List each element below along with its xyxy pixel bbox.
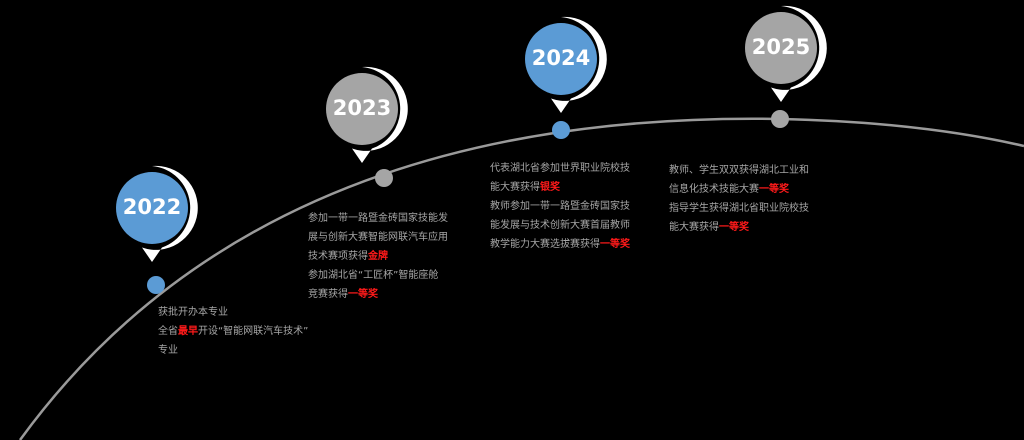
speech-bubble-icon [116, 165, 198, 262]
year-marker-2022: 2022 [108, 164, 198, 264]
description-line: 教学能力大赛选拔赛获得一等奖 [490, 235, 630, 254]
description-text: 竞赛获得 [308, 289, 348, 300]
description-line: 获批开办本专业 [158, 303, 308, 322]
award-highlight: 金牌 [368, 251, 388, 262]
award-highlight: 银奖 [540, 182, 560, 193]
year-label: 2023 [332, 96, 392, 120]
description-line: 能发展与技术创新大赛首届教师 [490, 216, 630, 235]
description-text: 技术赛项获得 [308, 251, 368, 262]
award-highlight: 一等奖 [719, 222, 749, 233]
description-line: 参加一带一路暨金砖国家技能发 [308, 209, 448, 228]
description-line: 指导学生获得湖北省职业院校技 [669, 199, 809, 218]
description-text: 指导学生获得湖北省职业院校技 [669, 203, 809, 214]
year-marker-2024: 2024 [517, 15, 607, 115]
milestone-description-2024: 代表湖北省参加世界职业院校技能大赛获得银奖教师参加一带一路暨金砖国家技能发展与技… [490, 159, 630, 254]
description-line: 参加湖北省“工匠杯”智能座舱 [308, 266, 448, 285]
description-text: 代表湖北省参加世界职业院校技 [490, 163, 630, 174]
timeline-dot-2024 [552, 121, 570, 139]
description-text: 教学能力大赛选拔赛获得 [490, 239, 600, 250]
timeline-dot-2022 [147, 276, 165, 294]
description-text: 能大赛获得 [669, 222, 719, 233]
description-line: 展与创新大赛智能网联汽车应用 [308, 228, 448, 247]
milestone-description-2025: 教师、学生双双获得湖北工业和信息化技术技能大赛一等奖指导学生获得湖北省职业院校技… [669, 161, 809, 237]
year-label: 2024 [531, 46, 591, 70]
speech-bubble-icon [326, 66, 408, 163]
description-text: 获批开办本专业 [158, 307, 228, 318]
milestone-description-2022: 获批开办本专业全省最早开设“智能网联汽车技术”专业 [158, 303, 308, 360]
award-highlight: 一等奖 [348, 289, 378, 300]
description-text: 教师参加一带一路暨金砖国家技 [490, 201, 630, 212]
description-line: 专业 [158, 341, 308, 360]
award-highlight: 一等奖 [600, 239, 630, 250]
timeline-dot-2023 [375, 169, 393, 187]
description-line: 竞赛获得一等奖 [308, 285, 448, 304]
award-highlight: 最早 [178, 326, 198, 337]
description-text: 展与创新大赛智能网联汽车应用 [308, 232, 448, 243]
description-text: 参加一带一路暨金砖国家技能发 [308, 213, 448, 224]
speech-bubble-icon [745, 5, 827, 102]
description-line: 代表湖北省参加世界职业院校技 [490, 159, 630, 178]
description-text: 开设“智能网联汽车技术” [198, 326, 309, 337]
description-line: 能大赛获得银奖 [490, 178, 630, 197]
description-line: 全省最早开设“智能网联汽车技术” [158, 322, 308, 341]
description-text: 专业 [158, 345, 178, 356]
year-label: 2022 [122, 195, 182, 219]
description-line: 技术赛项获得金牌 [308, 247, 448, 266]
year-label: 2025 [751, 35, 811, 59]
description-text: 能大赛获得 [490, 182, 540, 193]
description-text: 教师、学生双双获得湖北工业和 [669, 165, 809, 176]
description-text: 全省 [158, 326, 178, 337]
description-line: 能大赛获得一等奖 [669, 218, 809, 237]
description-text: 能发展与技术创新大赛首届教师 [490, 220, 630, 231]
description-line: 教师、学生双双获得湖北工业和 [669, 161, 809, 180]
year-marker-2025: 2025 [737, 4, 827, 104]
milestone-description-2023: 参加一带一路暨金砖国家技能发展与创新大赛智能网联汽车应用技术赛项获得金牌参加湖北… [308, 209, 448, 304]
description-text: 参加湖北省“工匠杯”智能座舱 [308, 270, 439, 281]
award-highlight: 一等奖 [759, 184, 789, 195]
speech-bubble-icon [525, 16, 607, 113]
timeline-dot-2025 [771, 110, 789, 128]
description-text: 信息化技术技能大赛 [669, 184, 759, 195]
year-marker-2023: 2023 [318, 65, 408, 165]
description-line: 教师参加一带一路暨金砖国家技 [490, 197, 630, 216]
description-line: 信息化技术技能大赛一等奖 [669, 180, 809, 199]
